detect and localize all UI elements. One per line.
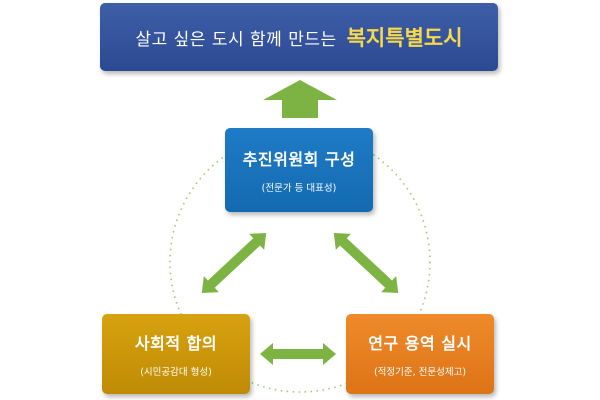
double-arrow-consensus-research-icon — [260, 343, 336, 365]
committee-subtitle: (전문가 등 대표성) — [261, 183, 337, 194]
goal-text: 살고 싶은 도시 함께 만드는 — [135, 29, 337, 50]
committee-box: 추진위원회 구성 (전문가 등 대표성) — [225, 128, 373, 212]
goal-banner: 살고 싶은 도시 함께 만드는 복지특별도시 — [100, 3, 498, 71]
consensus-box: 사회적 합의 (시민공감대 형성) — [102, 314, 250, 394]
consensus-title: 사회적 합의 — [134, 334, 218, 353]
consensus-subtitle: (시민공감대 형성) — [140, 367, 212, 378]
up-arrow-icon — [263, 80, 337, 118]
research-subtitle: (적정기준, 전문성제고) — [373, 367, 467, 378]
research-title: 연구 용역 실시 — [368, 334, 472, 353]
double-arrow-committee-research-icon — [333, 232, 399, 294]
research-box: 연구 용역 실시 (적정기준, 전문성제고) — [346, 314, 494, 394]
committee-title: 추진위원회 구성 — [242, 150, 356, 169]
goal-highlight-text: 복지특별도시 — [346, 26, 463, 50]
double-arrow-committee-consensus-icon — [201, 232, 267, 294]
